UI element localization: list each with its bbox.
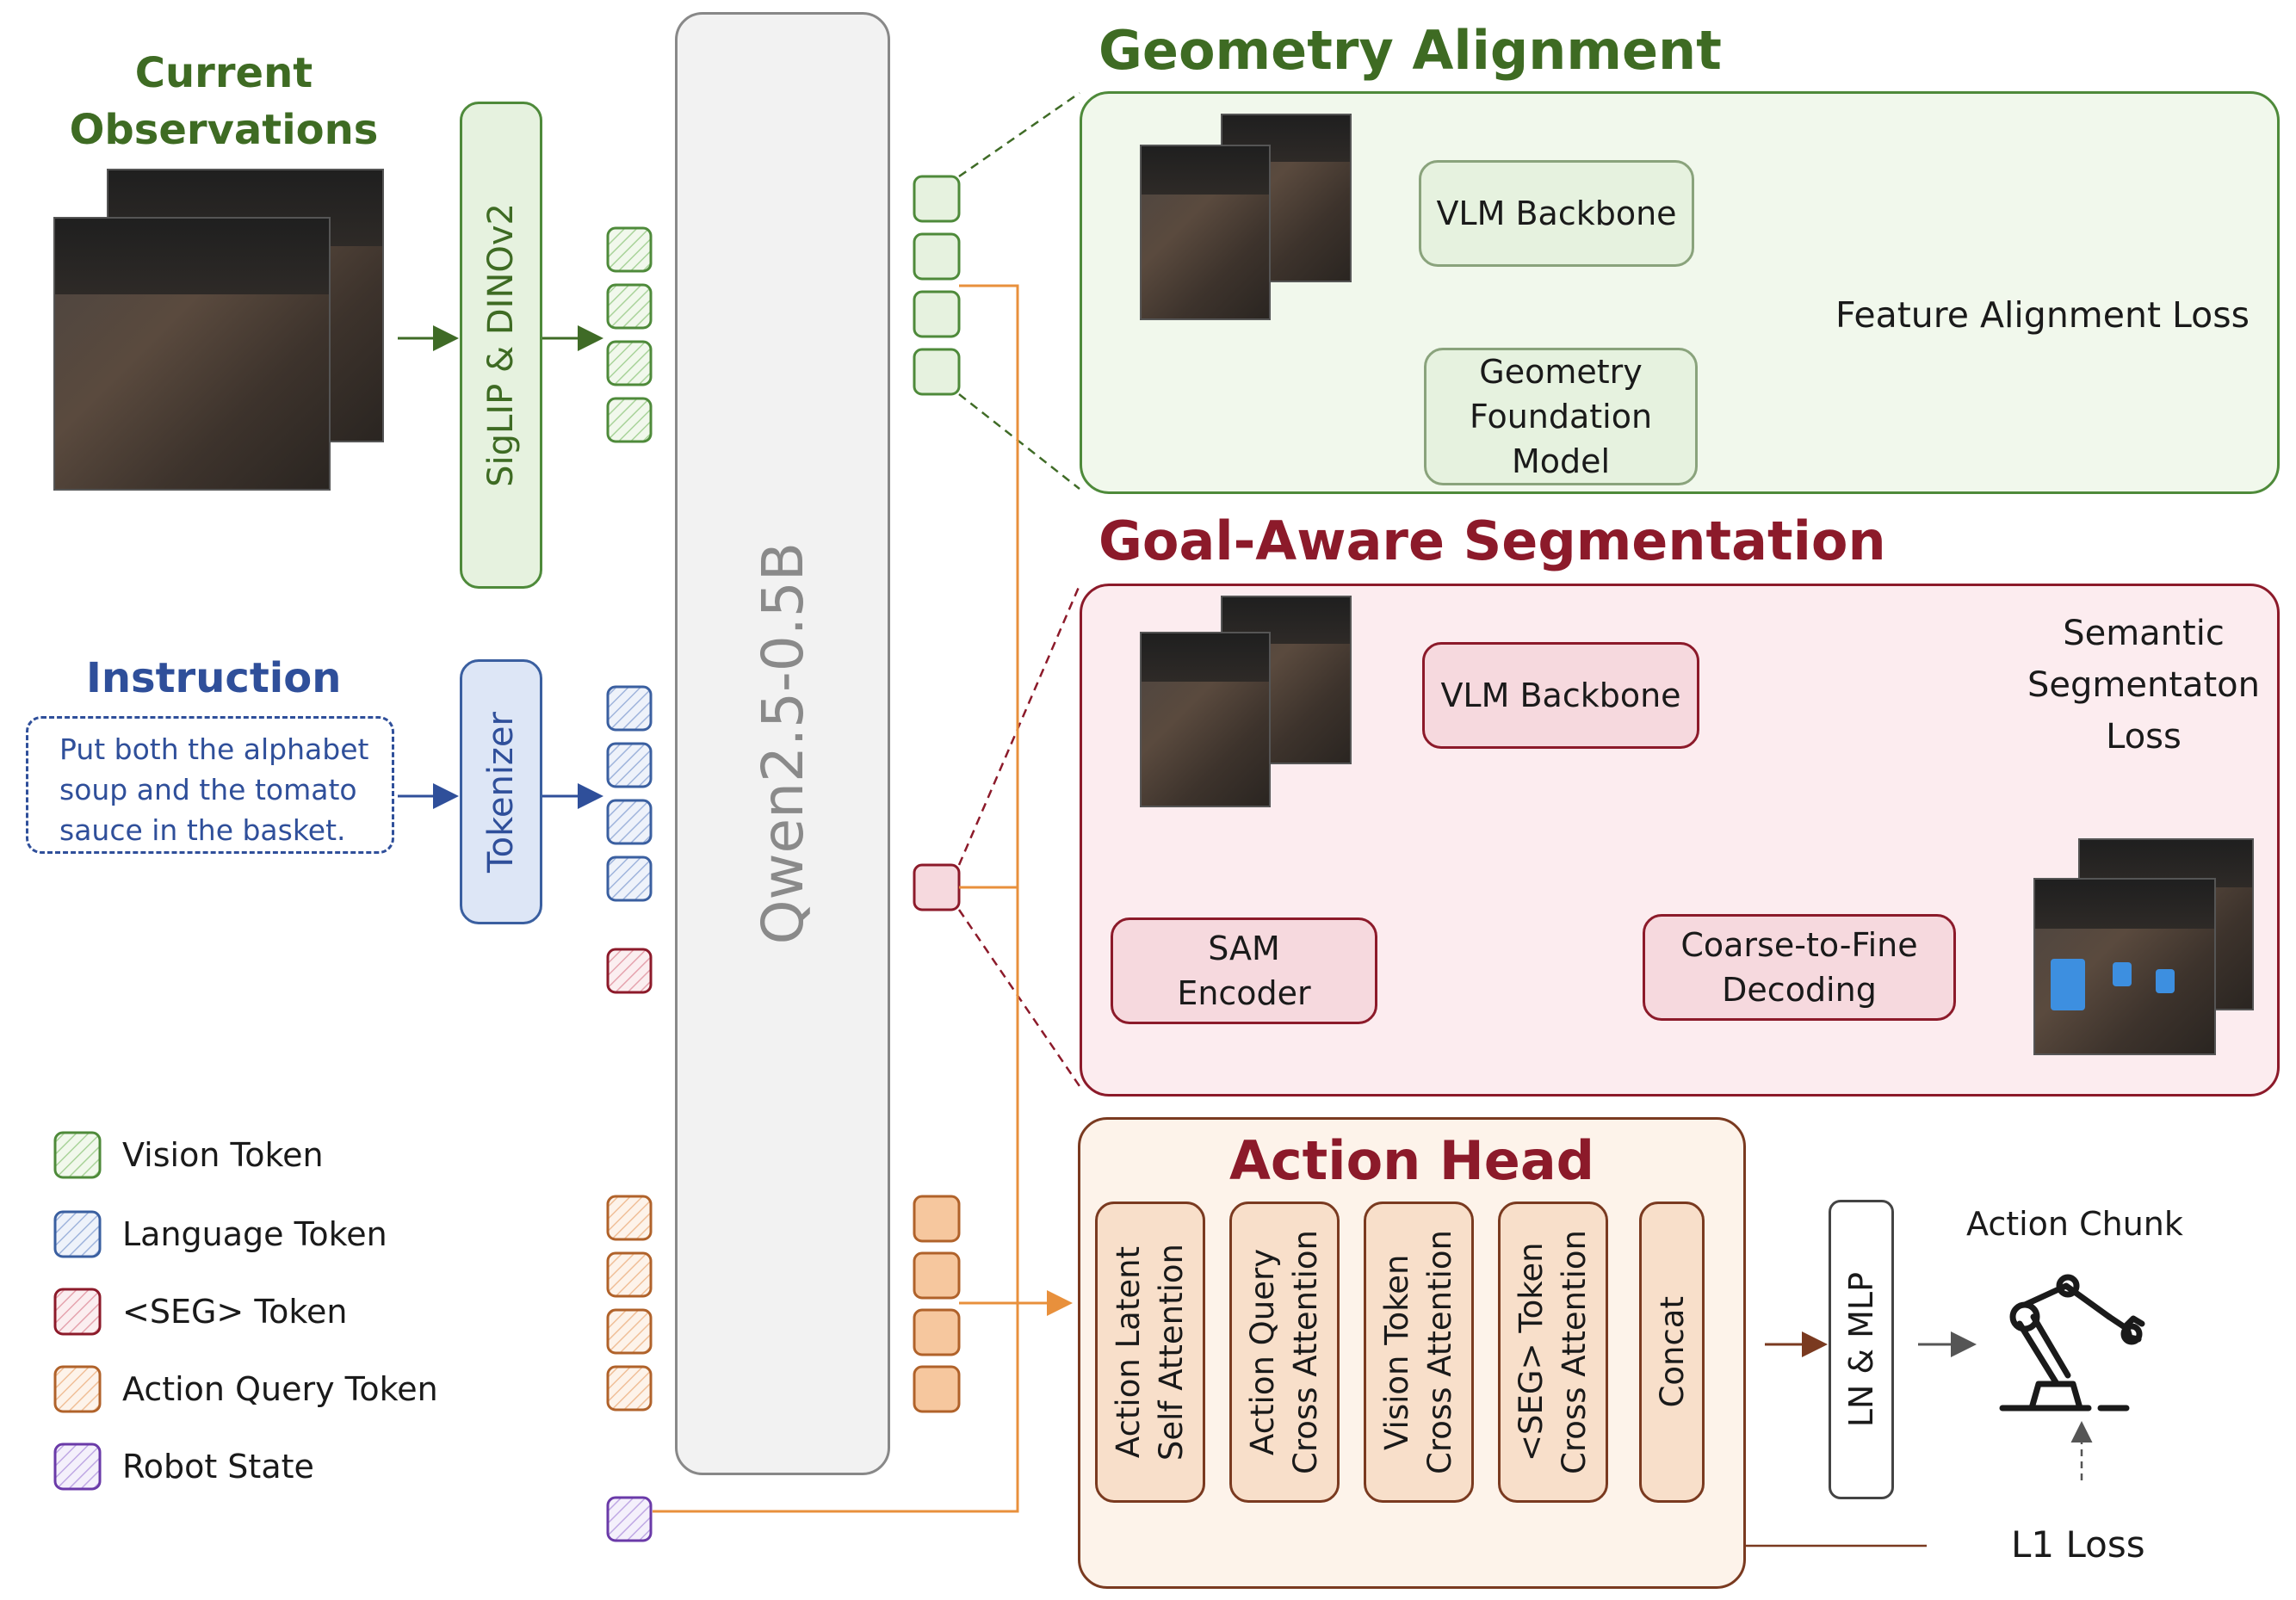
vision-encoder: SigLIP & DINOv2: [460, 102, 542, 589]
legend-label: Robot State: [122, 1448, 314, 1486]
input-action-query-token: [606, 1308, 653, 1355]
observation-image-front: [53, 217, 331, 491]
segmentation-output-front: [2033, 878, 2216, 1055]
ln-mlp-label: LN & MLP: [1842, 1271, 1880, 1428]
output-action-query-token: [913, 1365, 961, 1413]
vision-token-cross-attention-label: Vision Token Cross Attention: [1378, 1230, 1458, 1474]
goal-aware-segmentation-title: Goal-Aware Segmentation: [1098, 510, 1886, 572]
tokenizer: Tokenizer: [460, 659, 542, 924]
segmentation-vlm-backbone: VLM Backbone: [1422, 642, 1699, 749]
input-vision-token: [606, 397, 653, 443]
ln-mlp-block: LN & MLP: [1829, 1200, 1894, 1499]
legend-item-seg: <SEG> Token: [53, 1286, 484, 1337]
output-seg-token: [913, 863, 961, 911]
output-vision-token: [913, 290, 961, 338]
output-action-query-token: [913, 1195, 961, 1243]
action-head-title: Action Head: [1228, 1129, 1595, 1192]
legend-swatch: [53, 1210, 102, 1258]
current-observations-title: Current Observations: [69, 49, 379, 154]
llm-backbone-label: Qwen2.5-0.5B: [749, 542, 816, 945]
action-latent-self-attention: Action Latent Self Attention: [1095, 1202, 1205, 1503]
output-action-query-token: [913, 1251, 961, 1300]
output-vision-token: [913, 175, 961, 223]
action-query-cross-attention-label: Action Query Cross Attention: [1244, 1230, 1324, 1474]
output-vision-token: [913, 348, 961, 396]
feature-alignment-loss: Feature Alignment Loss: [1835, 294, 2250, 336]
l1-loss-label: L1 Loss: [2011, 1523, 2145, 1566]
legend-item-language: Language Token: [53, 1208, 484, 1260]
input-language-token: [606, 856, 653, 902]
concat-block: Concat: [1639, 1202, 1705, 1503]
input-vision-token: [606, 226, 653, 273]
coarse-to-fine-decoding: Coarse-to-Fine Decoding: [1643, 914, 1956, 1021]
legend-swatch: [53, 1365, 102, 1413]
segmentation-image-front: [1140, 632, 1271, 807]
sam-encoder: SAM Encoder: [1111, 917, 1377, 1024]
legend: Vision Token Language Token <SEG> Token …: [53, 1129, 484, 1508]
legend-label: Action Query Token: [122, 1370, 438, 1408]
action-chunk-label: Action Chunk: [1966, 1205, 2183, 1243]
robot-arm-icon: [1999, 1274, 2145, 1412]
vision-token-cross-attention: Vision Token Cross Attention: [1364, 1202, 1474, 1503]
instruction-box: Put both the alphabet soup and the tomat…: [26, 716, 394, 854]
legend-swatch: [53, 1288, 102, 1336]
semantic-segmentation-loss: Semantic Segmentaton Loss: [2027, 614, 2261, 757]
action-latent-self-attention-label: Action Latent Self Attention: [1110, 1243, 1190, 1461]
input-action-query-token: [606, 1251, 653, 1298]
action-query-cross-attention: Action Query Cross Attention: [1229, 1202, 1340, 1503]
geometry-vlm-backbone: VLM Backbone: [1419, 160, 1694, 267]
output-action-query-token: [913, 1308, 961, 1356]
instruction-title: Instruction: [86, 654, 342, 702]
input-action-query-token: [606, 1365, 653, 1412]
input-action-query-token: [606, 1195, 653, 1241]
seg-token-cross-attention: <SEG> Token Cross Attention: [1498, 1202, 1608, 1503]
input-language-token: [606, 685, 653, 732]
geometry-alignment-title: Geometry Alignment: [1098, 19, 1722, 82]
legend-swatch: [53, 1442, 102, 1491]
input-language-token: [606, 799, 653, 845]
legend-item-robot-state: Robot State: [53, 1441, 484, 1492]
legend-swatch: [53, 1131, 102, 1179]
legend-label: Vision Token: [122, 1136, 324, 1174]
input-vision-token: [606, 283, 653, 330]
tokenizer-label: Tokenizer: [481, 711, 521, 873]
input-language-token: [606, 742, 653, 788]
output-vision-token: [913, 232, 961, 281]
input-robot-state-token: [606, 1496, 653, 1542]
llm-backbone: Qwen2.5-0.5B: [675, 12, 890, 1475]
geometry-image-front: [1140, 145, 1271, 320]
seg-token-cross-attention-label: <SEG> Token Cross Attention: [1513, 1230, 1593, 1474]
input-vision-token: [606, 340, 653, 386]
legend-label: Language Token: [122, 1215, 387, 1253]
concat-label: Concat: [1653, 1296, 1691, 1408]
vision-encoder-label: SigLIP & DINOv2: [481, 203, 521, 487]
legend-item-action-query: Action Query Token: [53, 1363, 484, 1415]
input-seg-token: [606, 948, 653, 994]
geometry-foundation-model: Geometry Foundation Model: [1424, 348, 1698, 485]
legend-label: <SEG> Token: [122, 1293, 348, 1331]
legend-item-vision: Vision Token: [53, 1129, 484, 1181]
